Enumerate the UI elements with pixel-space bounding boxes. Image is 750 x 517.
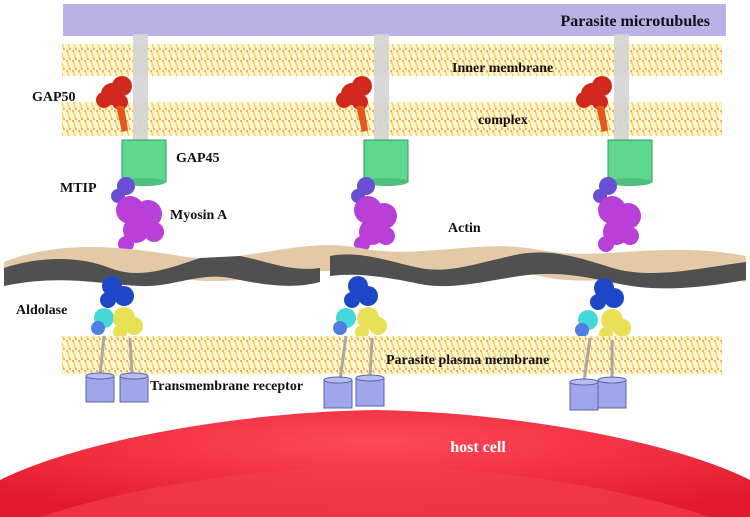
gap50-protein-2 [336, 76, 372, 132]
receptor-cylinder-1 [85, 372, 115, 403]
actin-label: Actin [448, 221, 481, 236]
myosin-a-3 [598, 196, 641, 252]
myosin-a-1 [116, 196, 164, 252]
receptor-cylinder-3 [323, 376, 353, 409]
aldolase-complex-3 [575, 278, 631, 341]
microtubules-label: Parasite microtubules [561, 13, 710, 30]
gap45-cylinder-1 [121, 139, 167, 186]
myosin-a-label: Myosin A [170, 208, 228, 223]
connector-3 [614, 34, 629, 140]
transmembrane-receptor-label: Transmembrane receptor [150, 379, 303, 394]
plasma-membrane-label: Parasite plasma membrane [386, 353, 549, 368]
gap50-protein-1 [96, 76, 132, 132]
connector-2 [374, 34, 389, 140]
gap45-label: GAP45 [176, 151, 220, 166]
inner-membrane-label: Inner membrane [452, 61, 553, 76]
inner-membrane-top [62, 44, 722, 76]
gap45-cylinder-2 [363, 139, 409, 186]
mtip-protein-2 [351, 177, 375, 203]
receptor-cylinder-5 [569, 378, 599, 411]
aldolase-complex-1 [91, 276, 143, 339]
aldolase-label: Aldolase [16, 303, 67, 318]
complex-label: complex [478, 113, 528, 128]
microtubule-bar [63, 4, 726, 36]
gap50-protein-3 [576, 76, 612, 132]
actin-filament [4, 245, 746, 289]
gap45-cylinder-3 [607, 139, 653, 186]
host-cell-highlight [40, 466, 710, 517]
receptor-cylinder-6 [597, 376, 627, 409]
receptor-stalks [98, 335, 614, 383]
myosin-a-2 [354, 196, 397, 252]
receptor-cylinder-4 [355, 374, 385, 407]
aldolase-complex-2 [333, 276, 387, 339]
host-cell-label: host cell [450, 439, 506, 456]
connector-1 [133, 34, 148, 140]
mtip-label: MTIP [60, 181, 97, 196]
receptor-cylinder-2 [119, 372, 149, 403]
inner-membrane-bottom [62, 102, 722, 136]
gap50-label: GAP50 [32, 90, 76, 105]
